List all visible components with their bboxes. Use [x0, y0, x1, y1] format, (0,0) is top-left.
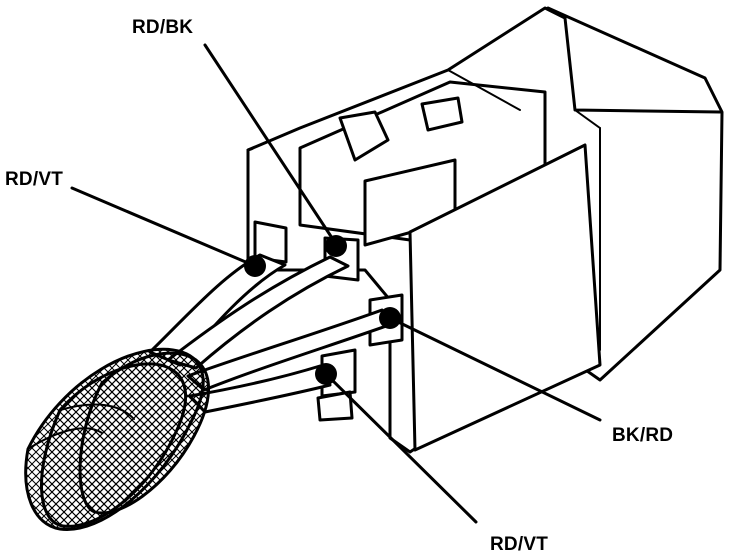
pin-marker-rd-vt-bottom: [315, 363, 337, 385]
wire-bundle: [148, 253, 394, 414]
leader-line-left: [70, 186, 257, 268]
leader-line-right: [388, 316, 602, 422]
leader-line-top: [203, 43, 338, 246]
callout-label-right: BK/RD: [612, 425, 673, 446]
callout-label-top: RD/BK: [132, 17, 193, 38]
braided-harness: [24, 347, 210, 531]
callout-label-bottom: RD/VT: [490, 534, 548, 555]
pin-marker-rd-bk: [325, 235, 347, 257]
pin-marker-rd-vt-left: [244, 255, 266, 277]
leader-line-bottom: [324, 372, 478, 524]
pin-marker-bk-rd: [379, 307, 401, 329]
callout-label-left: RD/VT: [5, 169, 63, 190]
